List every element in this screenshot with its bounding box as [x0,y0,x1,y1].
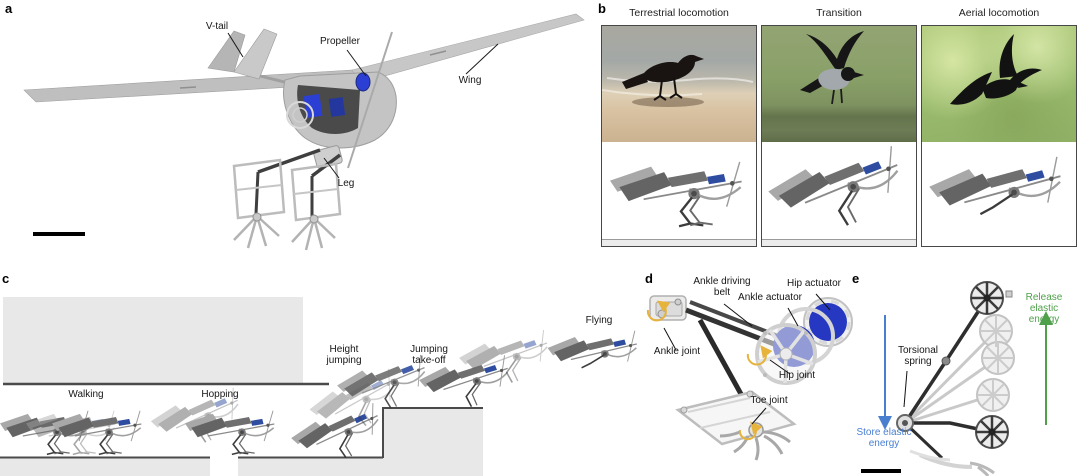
ghost-leg-positions [903,314,1015,425]
callout-leg: Leg [337,178,355,189]
ground-strip [602,239,756,246]
stage-label-height-jumping: Height jumping [326,344,362,366]
column-title-terrestrial: Terrestrial locomotion [629,7,729,19]
column-title-transition: Transition [816,7,862,19]
panel-e-label: e [852,271,860,286]
panel-d-label: d [645,271,653,286]
stage-label-jumping-takeoff: Jumping take-off [410,344,448,366]
robot-flying-render [922,142,1076,246]
actuator-cage-shape [755,297,853,385]
robot-cad-render [23,13,585,251]
ground-mid-block [238,458,383,476]
stage-label-flying: Flying [585,315,613,326]
transition-column [761,25,917,247]
crow-takeoff-silhouette [800,31,864,105]
aerial-column [921,25,1077,247]
callout-release-elastic-energy: Release elastic energy [1025,292,1063,325]
ground-left-block [0,458,210,476]
callout-store-elastic-energy: Store elastic energy [856,427,912,449]
crow-walking-silhouette [602,54,754,107]
stage-label-hopping: Hopping [201,389,239,400]
spring-leader-line [903,370,908,408]
panel-c-label: c [2,271,10,286]
callout-hip-actuator: Hip actuator [787,278,841,289]
flying-robot [547,331,638,370]
callout-hip-joint: Hip joint [778,370,816,381]
photo-crow-flying [922,26,1076,142]
robot-walking-render [602,142,756,239]
callout-v-tail: V-tail [205,21,229,32]
walking-robots [0,411,141,455]
jumping-takeoff-robots [417,330,552,414]
scale-bar-panel-e [861,469,901,473]
stage-label-walking: Walking [68,389,104,400]
robot-jumping-render [762,142,916,239]
ankle-assembly-shape [649,295,687,321]
callout-torsional-spring: Torsional spring [897,345,939,367]
leader-lines [227,32,499,179]
v-tail-shape [207,28,326,94]
callout-wing: Wing [458,75,482,86]
photo-crow-walking [602,26,756,142]
callout-ankle-actuator: Ankle actuator [738,292,802,303]
foot-assembly-shape [675,390,797,461]
step-block [383,407,483,476]
leader-lines [663,293,831,425]
elastic-energy-diagram [878,281,1053,476]
solid-leg-positions [896,281,1013,460]
callout-ankle-driving-belt: Ankle driving belt [693,276,751,298]
photo-crow-takeoff [762,26,916,142]
ground-strip [762,239,916,246]
upper-ledge-block [3,297,303,383]
callout-toe-joint: Toe joint [750,395,788,406]
terrestrial-column [601,25,757,247]
foot-shape [909,449,995,476]
locomotion-sequence-scene [0,297,648,476]
legs-shape [232,145,343,251]
callout-ankle-joint: Ankle joint [653,346,701,357]
crow-flying-silhouette [950,34,1042,105]
panel-b-label: b [598,1,606,16]
propeller-blade-shape [347,31,393,169]
joint-rotation-arrows [646,300,773,441]
column-title-aerial: Aerial locomotion [958,7,1040,19]
leg-mechanism-render [646,293,853,461]
panel-a-label: a [5,1,13,16]
fuselage-shape [283,71,397,149]
callout-propeller: Propeller [319,36,361,47]
scale-bar-panel-a [33,232,85,236]
